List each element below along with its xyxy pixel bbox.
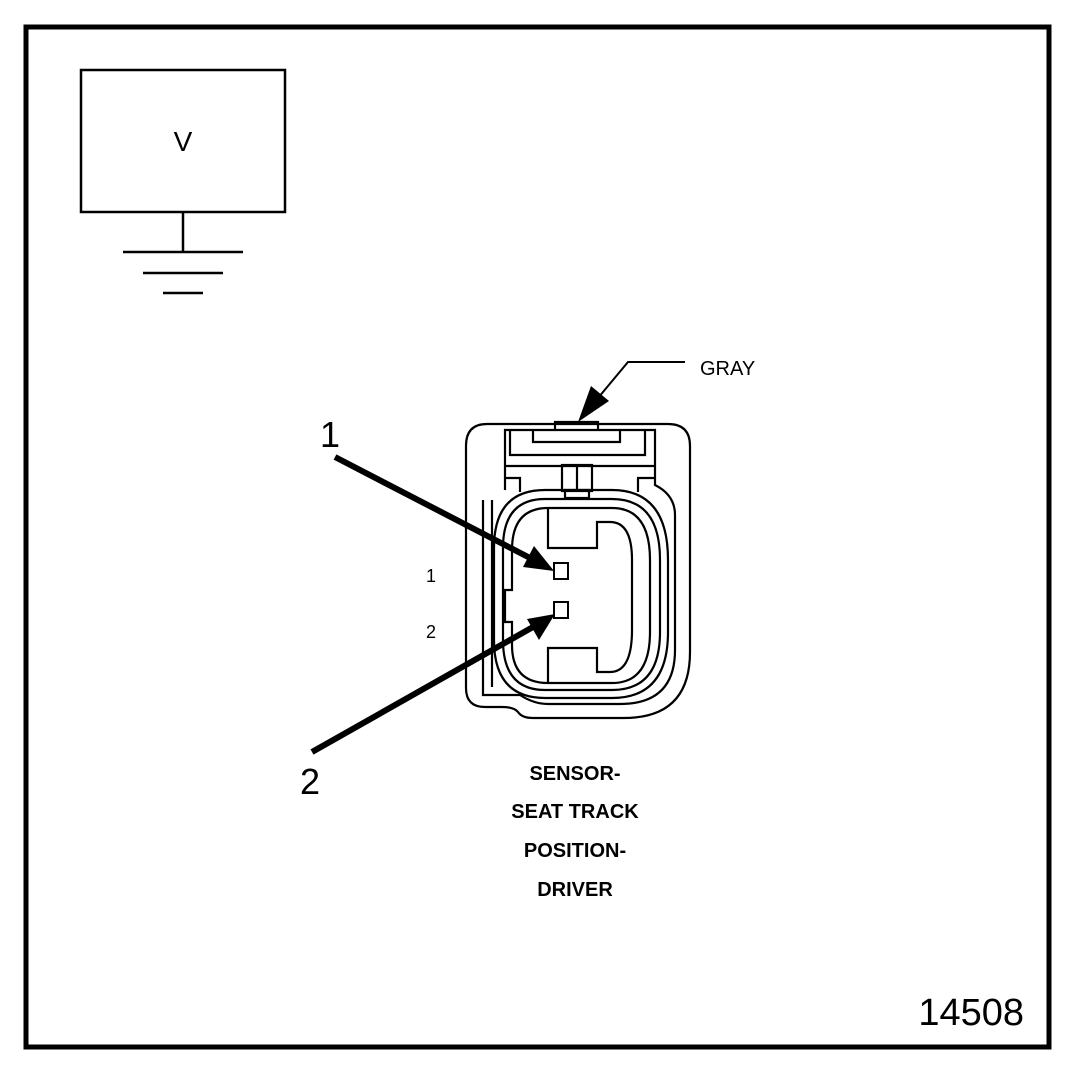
color-arrowhead [578,386,609,422]
connector-name-line-1: SENSOR- [529,763,620,785]
connector-mating-ring-outer [492,488,670,700]
cavity-label-2: 2 [426,622,436,642]
frame-border [23,24,1052,1050]
ground-icon [123,212,243,295]
connector-inner-outline [481,428,677,706]
terminal-2 [553,601,569,619]
connector-body [464,420,692,720]
callout-1: 1 [320,414,554,571]
color-leader-line [597,361,685,399]
connector-terminal-hood [546,508,634,683]
connector-latch-cap [553,420,600,430]
connector-latch-bar [505,464,655,492]
connector-mating-ring-inner [501,497,662,692]
callout-1-number: 1 [320,414,340,455]
callout-2-line [310,624,535,755]
callout-2: 2 [300,614,555,802]
connector-latch-top [531,430,622,444]
terminal-1 [553,562,569,580]
color-label: GRAY [700,358,755,380]
callout-1-line [333,454,534,562]
figure-number: 14508 [918,992,1024,1034]
voltmeter-symbol: V [79,68,287,295]
color-callout: GRAY [578,358,755,422]
connector-name-line-2: SEAT TRACK [511,801,639,823]
connector-name: SENSOR- SEAT TRACK POSITION- DRIVER [511,763,639,901]
callout-1-arrowhead [523,546,554,571]
connector-housing-outline [464,422,692,720]
connector-name-line-3: POSITION- [524,840,626,862]
voltmeter-label: V [174,126,193,157]
cavity-label-1: 1 [426,566,436,586]
connector-latch [508,430,647,457]
callout-2-number: 2 [300,761,320,802]
connector-name-line-4: DRIVER [537,879,613,901]
callout-2-arrowhead [527,614,555,640]
